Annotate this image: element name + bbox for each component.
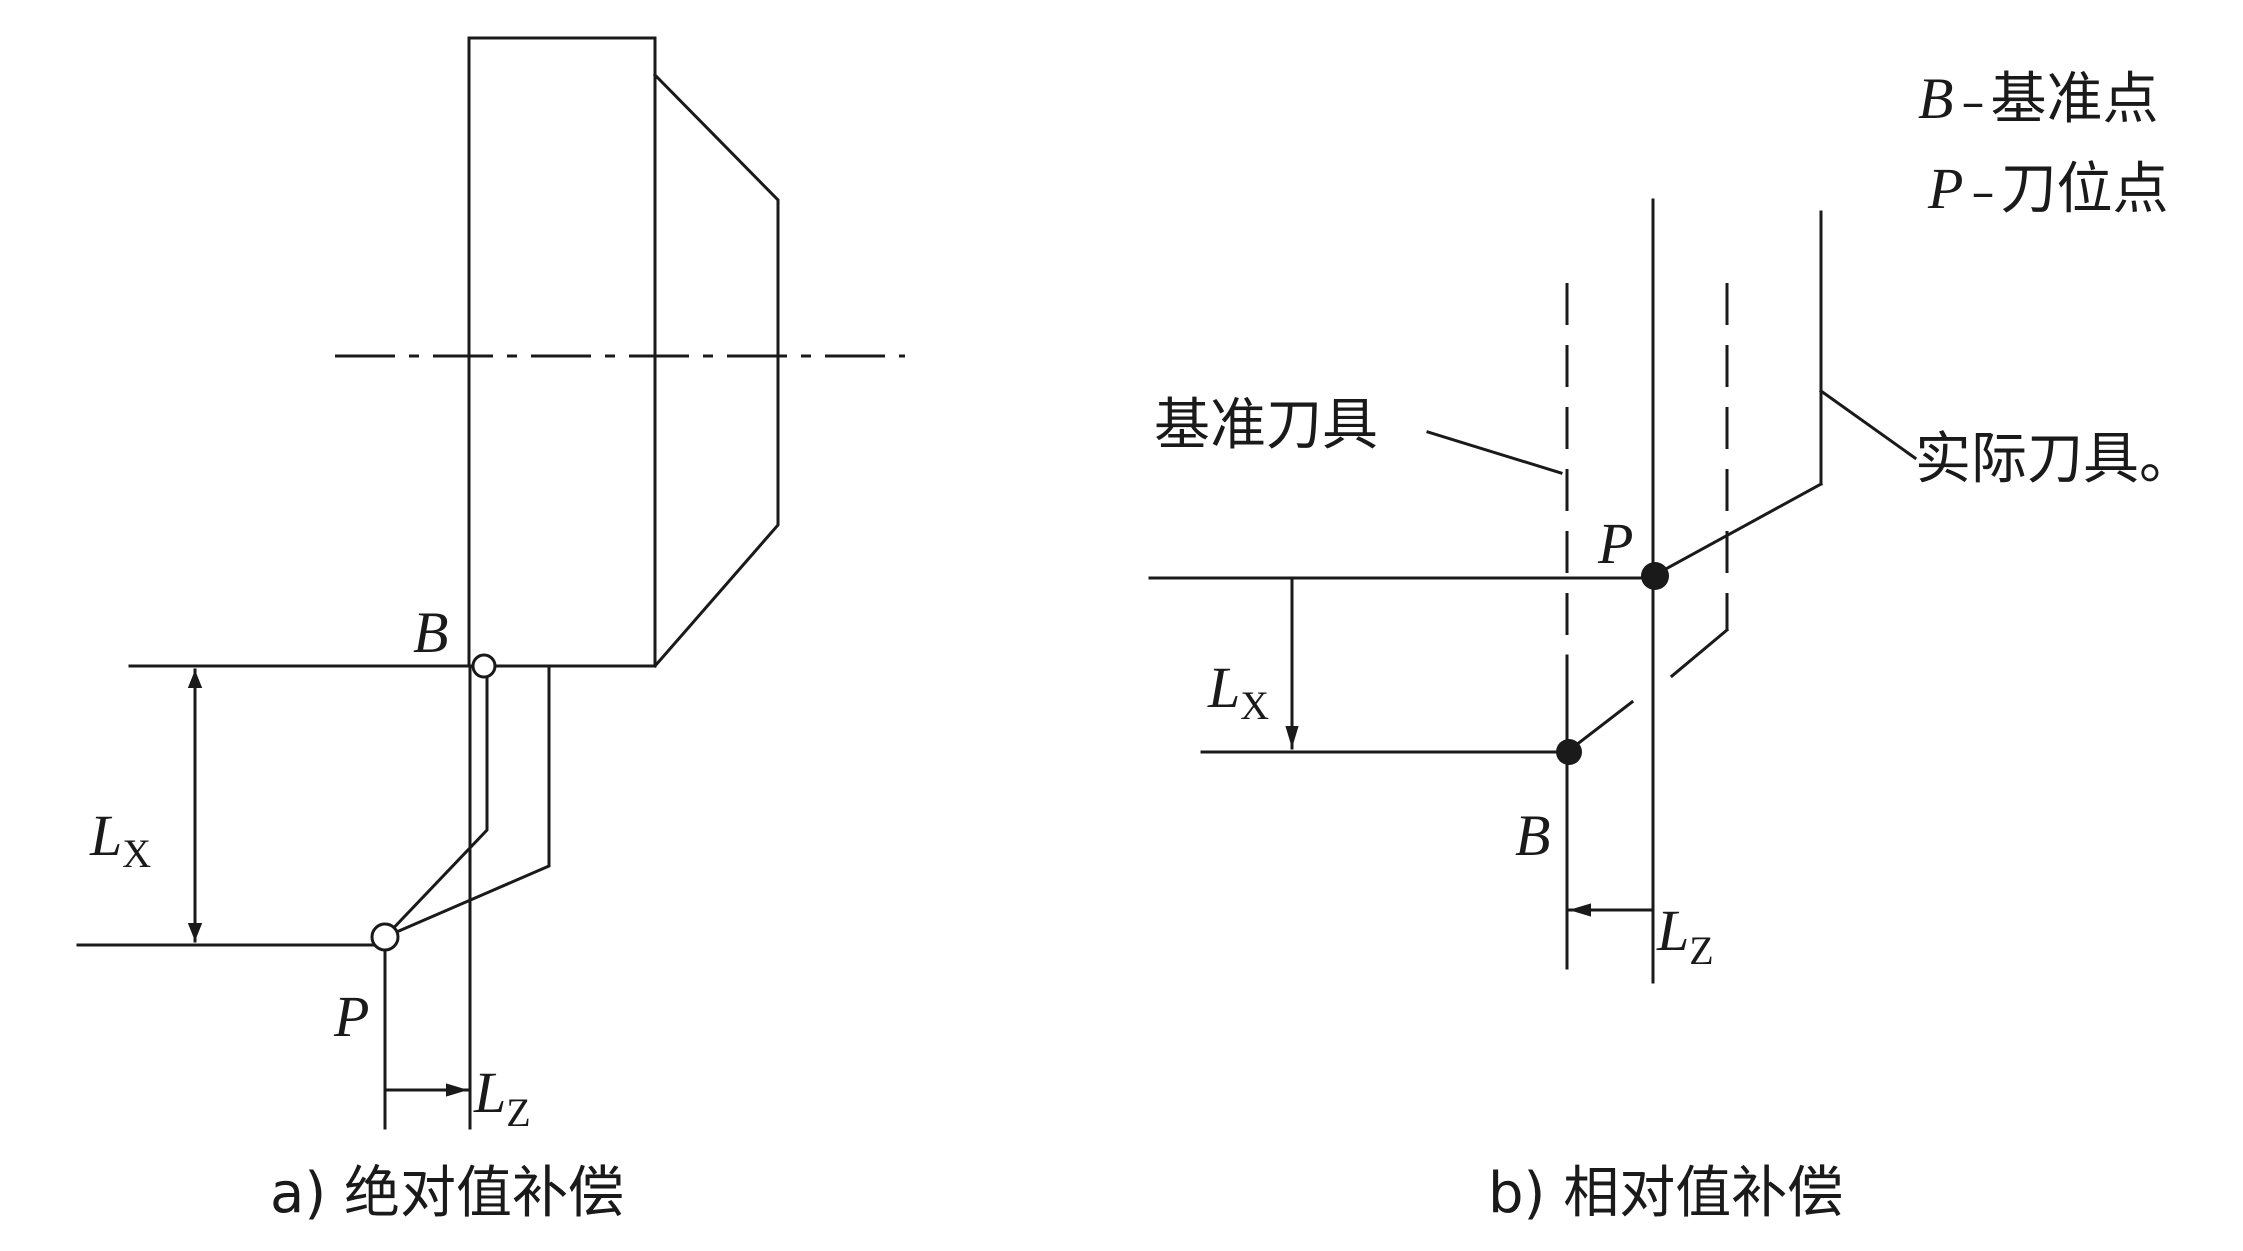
point-b-label-b: B [1515, 803, 1550, 868]
point-p-marker-b [1641, 562, 1669, 590]
reference-tool-leader [1426, 430, 1563, 475]
panel-b: B–基准点 P–刀位点 基准刀具 实际刀具。 P B [1148, 66, 2195, 1226]
reference-tool-label: 基准刀具 [1154, 393, 1378, 458]
point-p-marker [370, 922, 400, 952]
panel-b-caption: b) 相对值补偿 [1488, 1161, 1843, 1226]
tool-holder-taper [652, 72, 780, 669]
point-b-label: B [413, 600, 448, 665]
legend-b: B–基准点 [1918, 66, 2158, 132]
actual-tool-label: 实际刀具。 [1915, 427, 2195, 492]
lz-label-b: LZ [1656, 898, 1714, 973]
actual-tool-nose [1650, 481, 1824, 579]
legend-p: P–刀位点 [1927, 156, 2168, 222]
tool-holder-body [467, 36, 657, 668]
reference-tool-nose-upper [1669, 627, 1730, 679]
panel-a: B P LX LZ a) 绝对值补偿 [76, 36, 905, 1226]
lz-label: LZ [473, 1060, 531, 1135]
lx-label-b: LX [1207, 655, 1269, 728]
lx-label: LX [89, 803, 151, 876]
actual-tool-leader [1818, 388, 1918, 461]
point-b-marker-b [1556, 739, 1582, 765]
point-p-label: P [333, 984, 369, 1049]
panel-a-caption: a) 绝对值补偿 [270, 1161, 624, 1226]
point-p-label-b: P [1597, 511, 1633, 576]
tool-insert-outline [383, 664, 551, 939]
point-b-marker [471, 653, 497, 679]
